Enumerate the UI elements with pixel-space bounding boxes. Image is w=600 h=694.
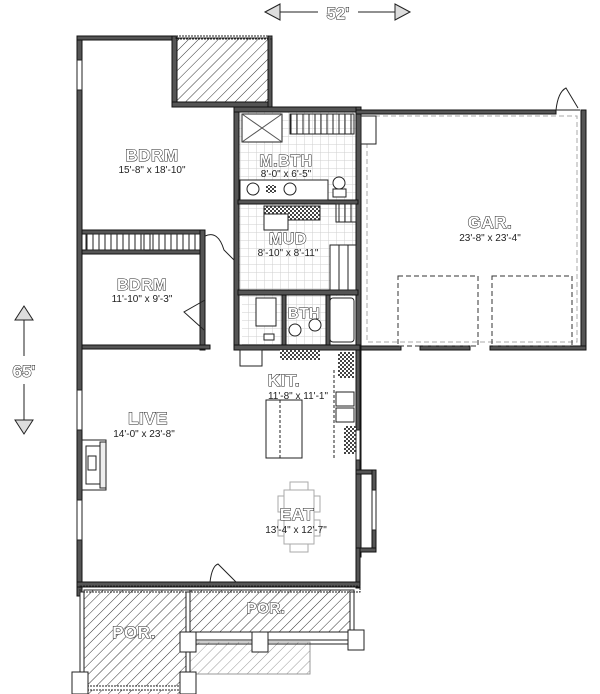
room-name-porch-left: POR.	[112, 623, 156, 642]
room-name-master-bedroom: BDRM	[126, 146, 179, 165]
room-name-eat: EAT	[280, 505, 314, 524]
room-name-kitchen: KIT.	[268, 371, 300, 390]
dining-table	[283, 489, 315, 545]
depth-dimension	[14, 305, 34, 435]
room-size-eat: 13'-4" x 12'-7"	[265, 525, 327, 536]
garage-door-left	[397, 275, 479, 347]
arrow-left-icon	[263, 3, 281, 21]
room-size-master-bedroom: 15'-8" x 18'-10"	[118, 165, 186, 176]
room-name-master-bath: M.BTH	[259, 153, 312, 170]
room-name-bedroom-2: BDRM	[117, 277, 167, 294]
room-size-bedroom-2: 11'-10" x 9'-3"	[112, 294, 173, 305]
width-dimension	[263, 3, 412, 21]
room-name-live: LIVE	[128, 409, 168, 428]
arrow-right-icon	[394, 3, 412, 21]
arrow-up-icon	[14, 305, 34, 321]
toilet	[332, 176, 346, 190]
room-name-bath: BTH	[288, 305, 320, 322]
kitchen-island	[265, 399, 303, 459]
room-name-porch-right: POR.	[247, 600, 286, 617]
garage-door-right	[491, 275, 573, 347]
room-size-garage: 23'-8" x 23'-4"	[459, 233, 521, 244]
width-label: 52'	[327, 4, 350, 23]
room-name-garage: GAR.	[468, 213, 513, 232]
room-size-mud: 8'-10" x 8'-11"	[258, 248, 319, 259]
arrow-down-icon	[14, 419, 34, 435]
room-size-master-bath: 8'-0" x 6'-5"	[261, 169, 312, 180]
bathtub	[329, 297, 355, 343]
kitchen-sink	[335, 391, 355, 407]
front-door	[209, 563, 237, 583]
fireplace	[81, 439, 107, 491]
room-size-kitchen: 11'-8" x 11'-1"	[268, 391, 328, 402]
room-name-mud: MUD	[269, 231, 307, 248]
room-size-live: 14'-0" x 23'-8"	[113, 429, 175, 440]
garage-side-door	[555, 87, 579, 111]
depth-label: 65'	[13, 362, 36, 381]
